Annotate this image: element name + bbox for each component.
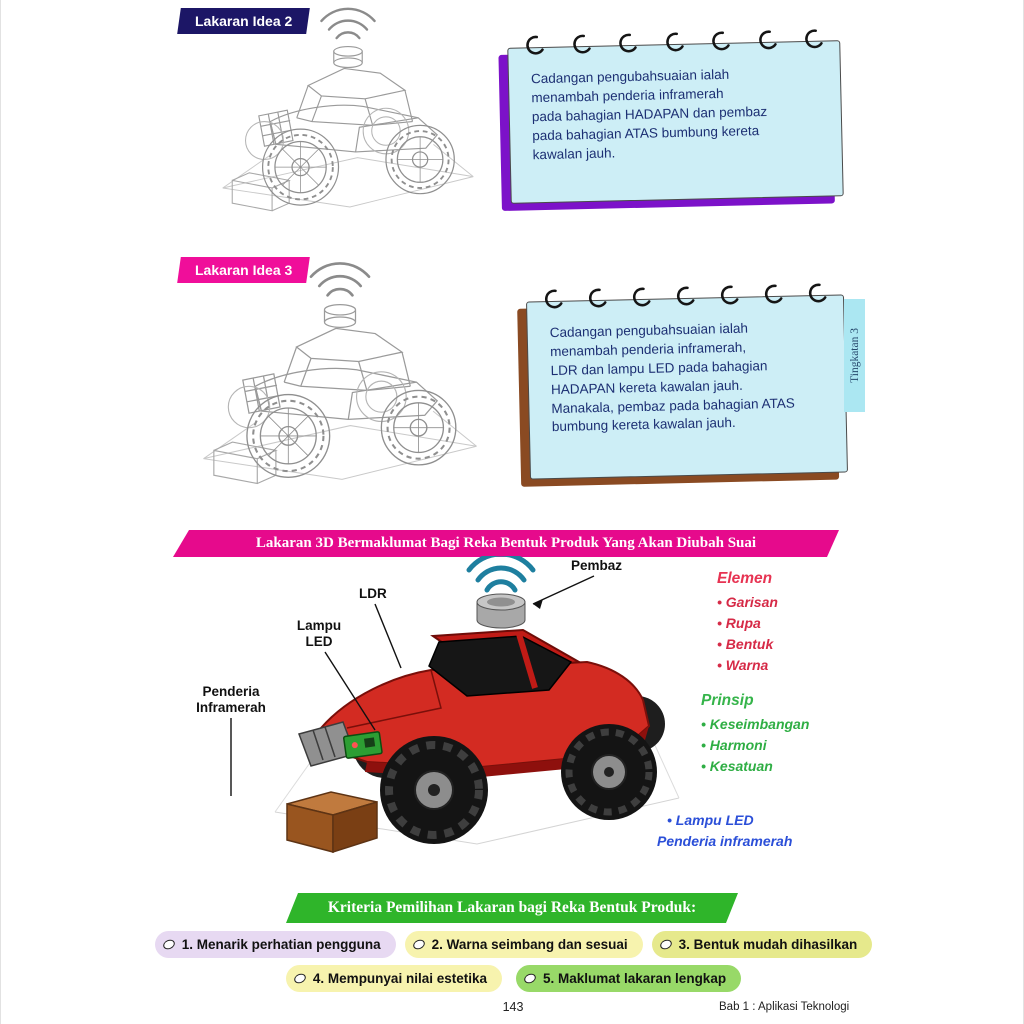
ring-icon — [161, 937, 177, 952]
kriteria-row-1: 1. Menarik perhatian pengguna 2. Warna s… — [154, 931, 873, 958]
binder-rings — [543, 281, 828, 313]
note-text-idea-2: Cadangan pengubahsuaian ialah menambah p… — [508, 41, 842, 175]
wifi-waves-icon — [466, 551, 536, 593]
binder-ring-icon — [619, 33, 637, 53]
binder-ring-icon — [808, 283, 827, 303]
kriteria-item-label: 1. Menarik perhatian pengguna — [181, 937, 381, 952]
blue-note-block: Lampu LED Penderia inframerah — [657, 810, 792, 852]
note-paper: Cadangan pengubahsuaian ialah menambah p… — [526, 283, 848, 480]
ring-icon — [292, 971, 308, 986]
kriteria-item-4: 4. Mempunyai nilai estetika — [285, 965, 502, 992]
elemen-block: Elemen Garisan Rupa Bentuk Warna — [717, 570, 778, 676]
binder-ring-icon — [712, 31, 730, 51]
elemen-title: Elemen — [717, 570, 773, 587]
kriteria-item-2: 2. Warna seimbang dan sesuai — [404, 931, 643, 958]
note-idea-3: Cadangan pengubahsuaian ialah menambah p… — [526, 283, 848, 480]
kriteria-item-5: 5. Maklumat lakaran lengkap — [516, 965, 742, 992]
leader-lines — [230, 575, 595, 796]
car-3d-illustration: Pembaz LDR Lampu LED Penderia Inframerah — [179, 551, 689, 888]
pencil-sketch-idea-3 — [195, 256, 485, 499]
kriteria-banner: Kriteria Pemilihan Lakaran bagi Reka Ben… — [286, 893, 738, 923]
binder-ring-icon — [544, 289, 563, 309]
kriteria-item-label: 5. Maklumat lakaran lengkap — [543, 971, 727, 986]
elemen-item: Warna — [717, 655, 778, 676]
infrared-sensor-board — [343, 731, 383, 759]
binder-ring-icon — [632, 287, 651, 307]
binder-ring-icon — [720, 285, 739, 305]
binder-ring-icon — [805, 29, 823, 49]
note-idea-2: Cadangan pengubahsuaian ialah menambah p… — [507, 29, 844, 204]
label-ldr: LDR — [359, 586, 387, 601]
prinsip-item: Keseimbangan — [701, 714, 810, 735]
binder-ring-icon — [588, 288, 607, 308]
binder-ring-icon — [572, 34, 591, 54]
elemen-item: Garisan — [717, 592, 778, 613]
ring-icon — [522, 971, 538, 986]
kriteria-item-label: 3. Bentuk mudah dihasilkan — [678, 937, 858, 952]
page-number: 143 — [502, 1000, 524, 1014]
binder-ring-icon — [758, 30, 777, 50]
label-pembaz: Pembaz — [571, 558, 623, 573]
prinsip-item: Harmoni — [701, 735, 809, 756]
prinsip-item: Kesatuan — [701, 756, 809, 777]
cardboard-box — [286, 791, 378, 854]
binder-ring-icon — [526, 35, 544, 55]
blue-note-line: Lampu LED — [667, 810, 792, 831]
binder-ring-icon — [665, 32, 684, 52]
arrowhead — [533, 599, 543, 609]
binder-ring-icon — [676, 286, 695, 306]
binder-rings — [524, 27, 824, 60]
blue-note-line: Penderia inframerah — [657, 833, 793, 849]
car-3d-drawing — [230, 551, 680, 854]
binder-ring-icon — [764, 284, 783, 304]
prinsip-block: Prinsip Keseimbangan Harmoni Kesatuan — [701, 692, 809, 777]
kriteria-row-2: 4. Mempunyai nilai estetika 5. Maklumat … — [166, 965, 861, 992]
label-lampu-led: Lampu LED — [296, 618, 342, 650]
kriteria-item-1: 1. Menarik perhatian pengguna — [154, 931, 396, 958]
elemen-item: Rupa — [717, 613, 778, 634]
kriteria-title: Kriteria Pemilihan Lakaran bagi Reka Ben… — [327, 899, 697, 916]
note-text-idea-3: Cadangan pengubahsuaian ialah menambah p… — [527, 295, 846, 447]
note-paper: Cadangan pengubahsuaian ialah menambah p… — [507, 29, 844, 204]
kriteria-item-3: 3. Bentuk mudah dihasilkan — [651, 931, 873, 958]
side-tab-tingkatan: Tingkatan 3 — [844, 299, 865, 412]
front-wheel — [380, 736, 488, 844]
ribbon-title: Lakaran 3D Bermaklumat Bagi Reka Bentuk … — [255, 535, 757, 551]
rear-wheel — [561, 724, 657, 820]
ring-icon — [658, 937, 673, 952]
kriteria-item-label: 2. Warna seimbang dan sesuai — [431, 937, 628, 952]
chapter-footer: Bab 1 : Aplikasi Teknologi — [719, 1001, 850, 1013]
side-tab-label: Tingkatan 3 — [848, 328, 861, 383]
label-penderia-inframerah: Penderia Inframerah — [196, 684, 266, 716]
buzzer — [476, 593, 526, 629]
pencil-sketch-idea-2 — [215, 2, 481, 225]
ribbon-banner: Lakaran 3D Bermaklumat Bagi Reka Bentuk … — [173, 530, 839, 557]
kriteria-item-label: 4. Mempunyai nilai estetika — [312, 971, 487, 986]
prinsip-title: Prinsip — [701, 692, 754, 709]
ring-icon — [411, 937, 426, 952]
elemen-item: Bentuk — [717, 634, 778, 655]
